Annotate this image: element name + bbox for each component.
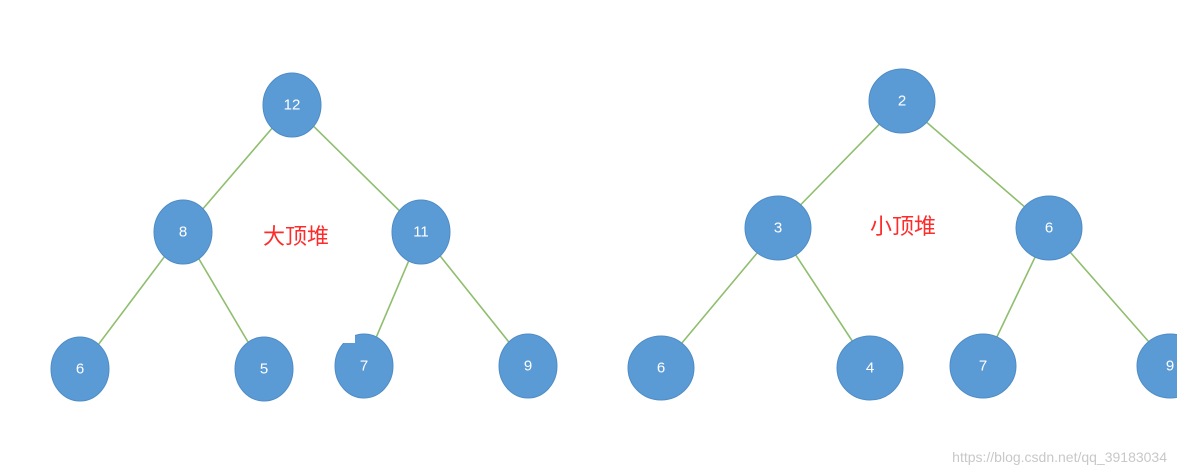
max-heap-node-circle bbox=[234, 336, 294, 402]
max-heap-node-label: 9 bbox=[524, 358, 532, 375]
max-heap-node-label: 11 bbox=[413, 224, 429, 241]
max-heap-node-m1: 8 bbox=[153, 199, 213, 265]
min-heap-node-circle bbox=[868, 68, 936, 134]
max-heap-node-circle bbox=[153, 199, 213, 265]
min-heap-node-n4: 4 bbox=[836, 335, 904, 401]
min-heap-node-circle bbox=[744, 195, 812, 261]
min-heap-node-n2: 6 bbox=[1015, 195, 1083, 261]
max-heap-node-circle bbox=[334, 333, 394, 399]
min-heap-node-n3: 6 bbox=[627, 335, 695, 401]
min-heap-node-label: 9 bbox=[1166, 358, 1174, 375]
min-heap-node-circle bbox=[1015, 195, 1083, 261]
min-heap-title: 小顶堆 bbox=[870, 215, 937, 240]
watermark: https://blog.csdn.net/qq_39183034 bbox=[952, 449, 1167, 465]
max-heap-node-m5: 7 bbox=[334, 333, 394, 399]
max-heap-title: 大顶堆 bbox=[263, 225, 330, 250]
max-heap-node-circle bbox=[498, 333, 558, 399]
max-heap-node-m4: 5 bbox=[234, 336, 294, 402]
max-heap-node-circle bbox=[50, 336, 110, 402]
max-heap-node-m0: 12 bbox=[262, 72, 322, 138]
min-heap-node-label: 7 bbox=[979, 358, 987, 375]
max-heap-node-label: 12 bbox=[284, 97, 301, 114]
max-heap-node-circle bbox=[391, 199, 451, 265]
min-heap-node-label: 6 bbox=[1045, 220, 1053, 237]
max-heap-node-circle bbox=[262, 72, 322, 138]
edges-layer bbox=[79, 100, 1171, 370]
min-heap-node-circle bbox=[627, 335, 695, 401]
min-heap-node-n0: 2 bbox=[868, 68, 936, 134]
min-heap-node-n1: 3 bbox=[744, 195, 812, 261]
max-heap-node-label: 8 bbox=[179, 224, 187, 241]
max-heap-node-label: 7 bbox=[360, 358, 368, 375]
min-heap-node-circle bbox=[836, 335, 904, 401]
min-heap-node-n6: 9 bbox=[1136, 333, 1177, 399]
min-heap-node-n5: 7 bbox=[949, 333, 1017, 399]
min-heap-node-label: 2 bbox=[898, 93, 906, 110]
min-heap-node-circle bbox=[949, 333, 1017, 399]
nodes-layer: 12 8 11 6 5 7 9 2 3 6 6 4 7 9 bbox=[50, 68, 1177, 402]
max-heap-node-label: 6 bbox=[76, 361, 84, 378]
max-heap-node-label: 5 bbox=[260, 361, 268, 378]
min-heap-node-label: 4 bbox=[866, 360, 874, 377]
min-heap-node-circle bbox=[1136, 333, 1177, 399]
max-heap-node-m6: 9 bbox=[498, 333, 558, 399]
min-heap-node-label: 3 bbox=[774, 220, 782, 237]
max-heap-node-m2: 11 bbox=[391, 199, 451, 265]
node-notch bbox=[343, 333, 355, 343]
max-heap-node-m3: 6 bbox=[50, 336, 110, 402]
min-heap-node-label: 6 bbox=[657, 360, 665, 377]
